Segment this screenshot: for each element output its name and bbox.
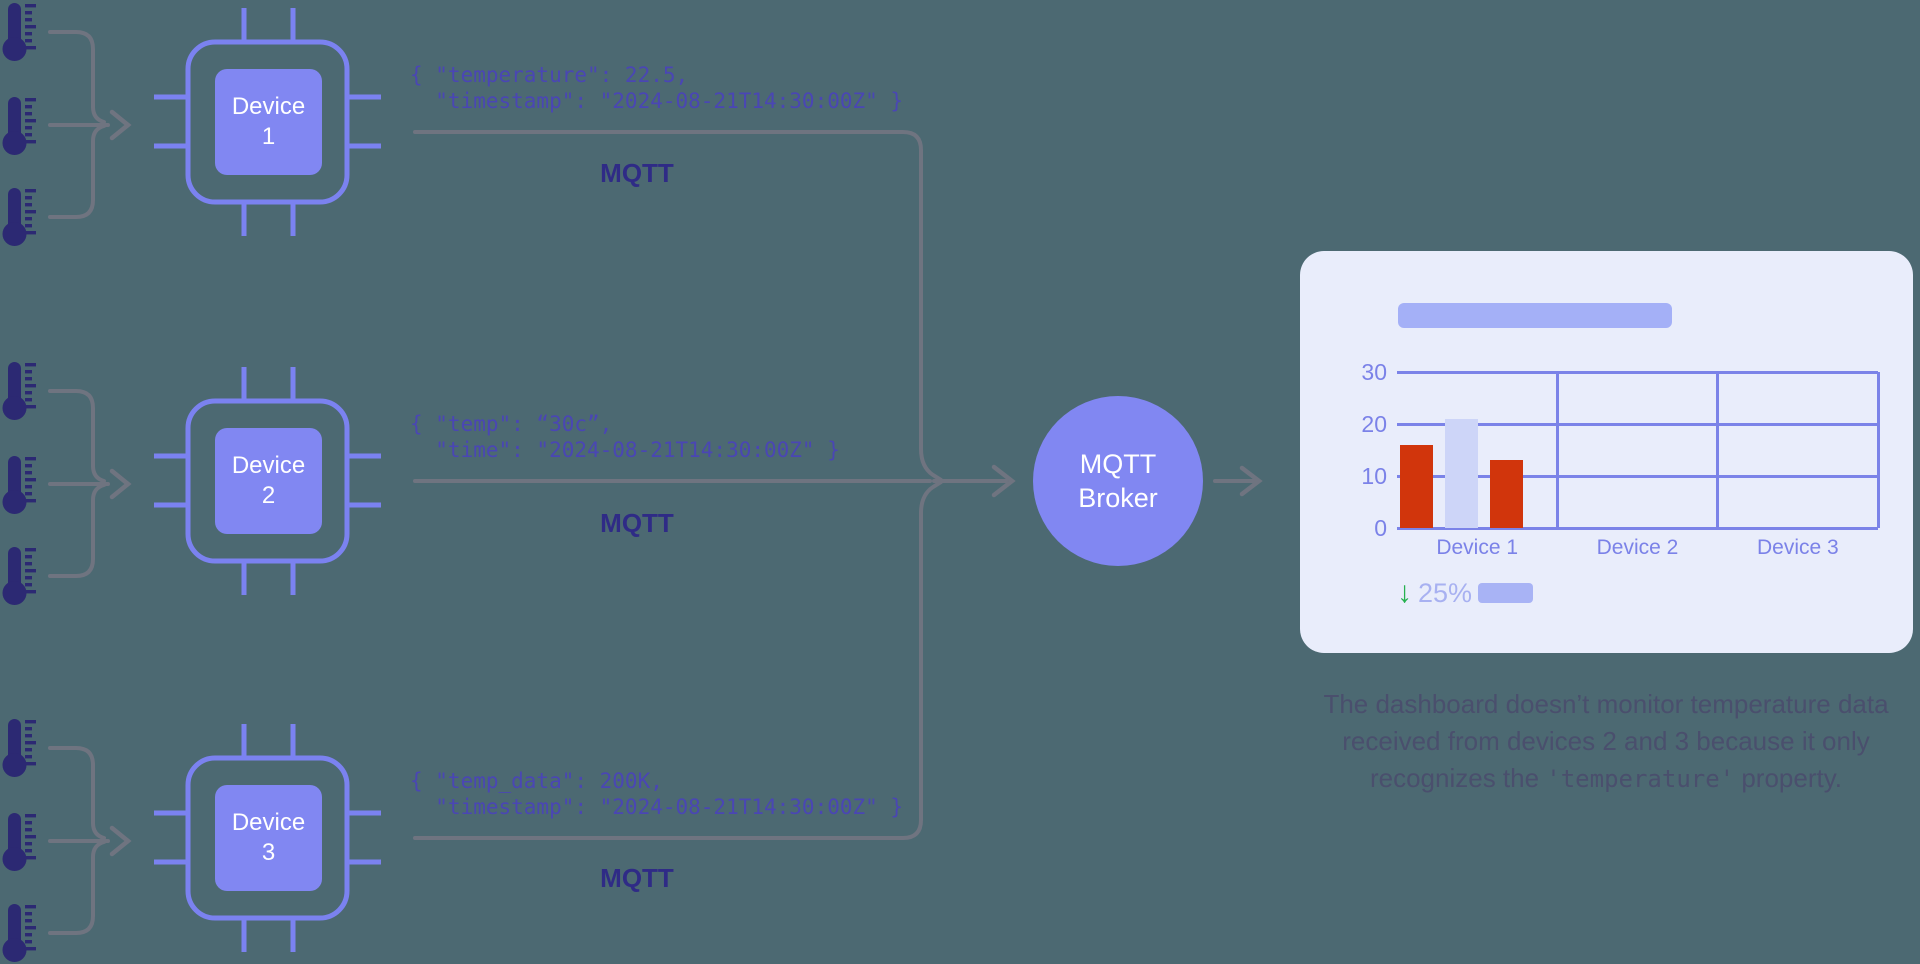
caption-part1: The dashboard doesn’t monitor temperatur…: [1323, 689, 1889, 793]
chart-gridline-v: [1876, 372, 1880, 528]
trend-value: 25%: [1418, 577, 1473, 608]
chart-gridline-v: [1555, 372, 1559, 528]
sensor-group-2: [2, 362, 932, 605]
x-axis-category-label: Device 1: [1436, 536, 1519, 559]
broker-connectors: [932, 464, 1263, 498]
device-chip-icon: [154, 367, 381, 595]
mqtt-protocol-label-1: MQTT: [600, 158, 674, 188]
sensor-merge-lines: [48, 746, 132, 935]
device3-payload-json: { "temp_data": 200K, "timestamp": "2024-…: [410, 769, 904, 819]
y-axis-tick-label: 0: [1374, 515, 1387, 541]
merge-arrowhead-icon: [109, 825, 132, 857]
thermometer-icon: [2, 362, 36, 420]
caption-part2: property.: [1734, 763, 1843, 793]
thermometer-icon: [2, 188, 36, 246]
thermometer-icon: [2, 904, 36, 962]
sensor-merge-lines: [48, 389, 132, 578]
sensor-merge-lines: [48, 30, 132, 219]
trend-indicator: ↓ 25%: [1397, 576, 1534, 610]
y-axis-tick-label: 10: [1361, 463, 1387, 489]
chart-gridline-v: [1716, 372, 1720, 528]
chart-bar: [1445, 418, 1478, 528]
device-chip-icon: [154, 724, 381, 952]
chart-gridline-h: [1397, 422, 1878, 426]
thermometer-icon: [2, 813, 36, 871]
sensor-group-1: [2, 3, 943, 482]
device2-chip-label: Device 2: [231, 452, 306, 509]
mqtt-protocol-label-3: MQTT: [600, 863, 674, 893]
thermometer-icon: [2, 719, 36, 777]
caption-code: 'temperature': [1546, 765, 1735, 793]
caption-text: The dashboard doesn’t monitor temperatur…: [1311, 686, 1901, 798]
mqtt-broker-circle: [1033, 396, 1203, 566]
device-chip-icon: [154, 8, 381, 236]
mqtt-broker-label: MQTT Broker: [1078, 449, 1158, 513]
chart-gridline-h: [1397, 526, 1878, 530]
thermometer-icon: [2, 456, 36, 514]
thermometer-icon: [2, 97, 36, 155]
device1-chip-label: Device 1: [231, 93, 306, 150]
x-axis-category-label: Device 3: [1756, 536, 1839, 559]
mqtt-line-device1: [413, 130, 943, 482]
merge-arrowhead-icon: [109, 468, 132, 500]
trend-label-placeholder: [1478, 583, 1534, 603]
merge-arrowhead-icon: [109, 109, 132, 141]
chart-gridline-h: [1397, 474, 1878, 478]
down-arrow-icon: ↓: [1397, 576, 1412, 609]
y-axis-tick-label: 30: [1361, 359, 1387, 385]
arrow-right-icon: [991, 464, 1016, 498]
device3-chip-label: Device 3: [231, 809, 306, 866]
mqtt-line-device3: [413, 480, 943, 840]
thermometer-icon: [2, 547, 36, 605]
arrow-right-icon: [1239, 465, 1263, 497]
thermometer-icon: [2, 3, 36, 61]
chart-bar: [1490, 460, 1523, 528]
y-axis-tick-label: 20: [1361, 411, 1387, 437]
sensor-group-3: [2, 480, 943, 962]
chart-bar: [1400, 444, 1433, 528]
dashboard-title-placeholder: [1398, 303, 1672, 328]
x-axis-category-label: Device 2: [1596, 536, 1679, 559]
chart-gridline-h: [1397, 370, 1878, 374]
mqtt-protocol-label-2: MQTT: [600, 508, 674, 538]
device2-payload-json: { "temp": “30c”, "time": "2024-08-21T14:…: [410, 412, 840, 462]
device1-payload-json: { "temperature": 22.5, "timestamp": "202…: [410, 63, 904, 113]
